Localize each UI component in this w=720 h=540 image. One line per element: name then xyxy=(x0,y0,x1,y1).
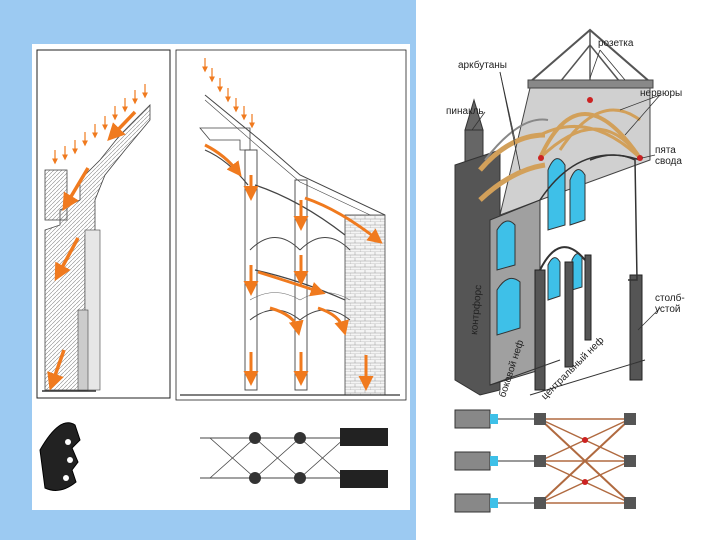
thrust-arrows-romanesque xyxy=(47,110,137,391)
gothic-plan xyxy=(200,428,388,488)
load-arrows-gothic xyxy=(202,58,255,129)
label-flying-buttresses: аркбутаны xyxy=(458,60,507,71)
gothic-3d-structure xyxy=(454,28,661,513)
label-pillar: столб- устой xyxy=(655,293,685,315)
gothic-plan-diagram xyxy=(454,409,636,513)
label-pinnacle: пинакль xyxy=(446,106,484,117)
romanesque-wall-section xyxy=(36,49,171,491)
thrust-arrows-gothic xyxy=(204,143,383,391)
label-counterfort: контрфорс xyxy=(468,284,484,335)
label-rosette: розетка xyxy=(598,38,634,49)
label-vault-springer: пята свода xyxy=(655,145,682,167)
romanesque-pier-plan xyxy=(39,422,81,491)
gothic-cross-section xyxy=(175,49,407,488)
load-arrows-romanesque xyxy=(52,84,148,165)
label-ribs: нервюры xyxy=(640,88,683,99)
